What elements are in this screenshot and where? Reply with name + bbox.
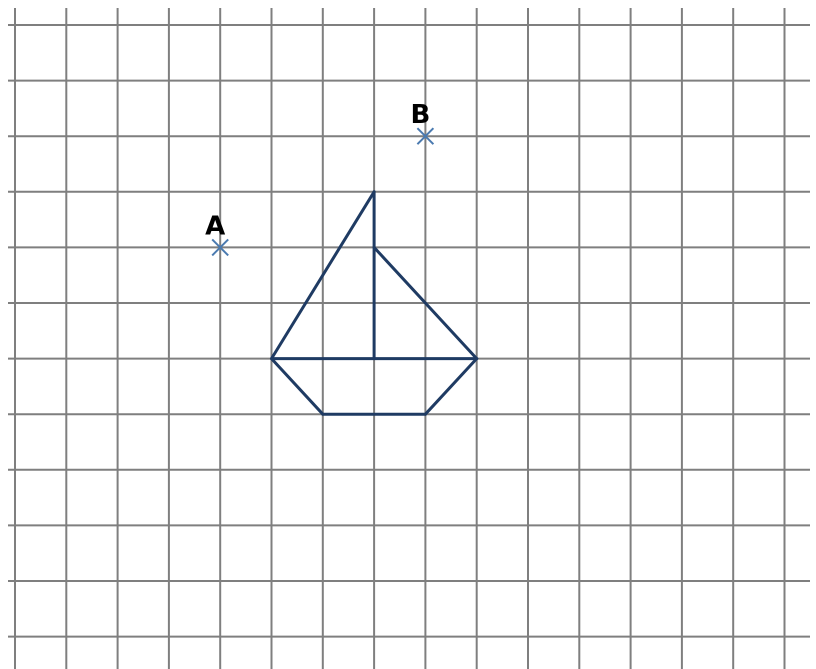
- point-b: B: [410, 100, 435, 145]
- point-a: A: [205, 211, 229, 257]
- grid: [8, 8, 810, 669]
- point-a-label: A: [205, 211, 225, 241]
- point-b-cross-icon: [416, 127, 435, 145]
- point-b-label: B: [410, 100, 430, 130]
- sailboat-sail-right-edge: [372, 245, 479, 361]
- sailboat-hull-left: [270, 357, 325, 416]
- sailboat-sail-left-edge: [270, 190, 376, 361]
- sailboat-figure: [270, 190, 479, 416]
- sailboat-hull-right: [423, 357, 479, 416]
- point-a-cross-icon: [211, 238, 229, 257]
- points: AB: [205, 100, 435, 257]
